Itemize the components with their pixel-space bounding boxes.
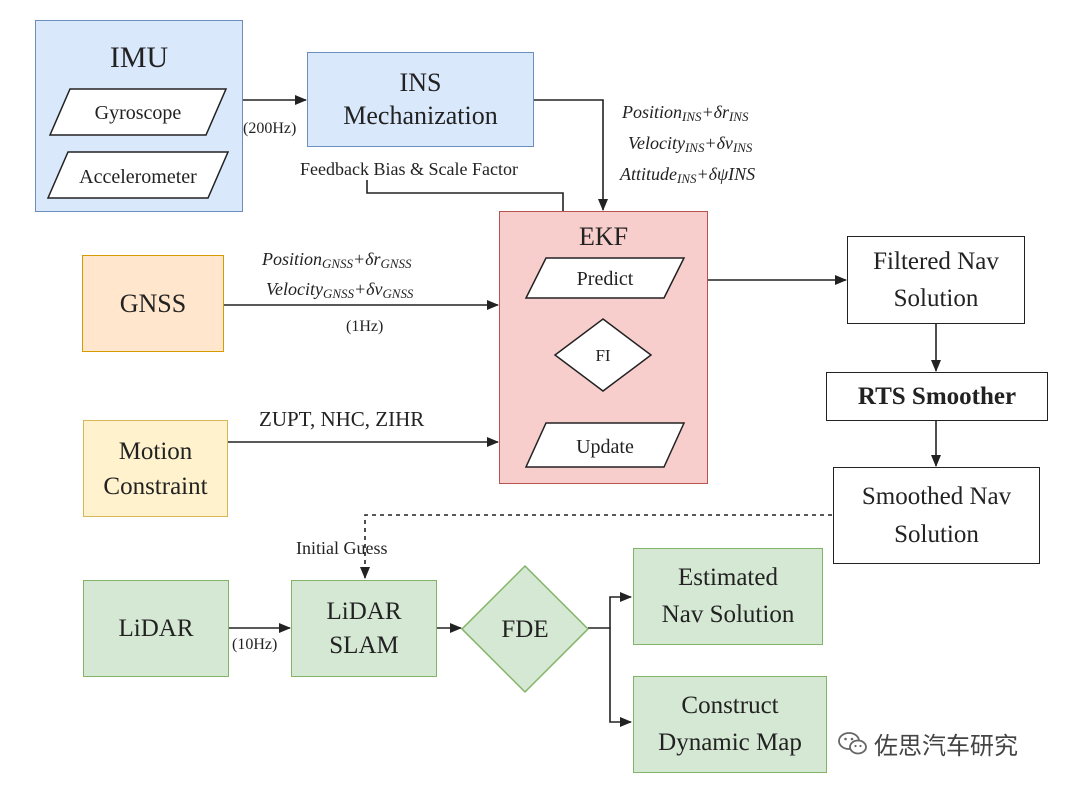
estimated-nav-box: Estimated Nav Solution [633, 548, 823, 645]
imu-rate-label: (200Hz) [243, 120, 297, 137]
smoothed-line2: Solution [894, 520, 979, 548]
construct-map-box: Construct Dynamic Map [633, 676, 827, 773]
update-shape: Update [524, 422, 686, 468]
ins-line2: Mechanization [343, 100, 498, 130]
watermark-text: 佐思汽车研究 [874, 732, 1018, 760]
slam-line1: LiDAR [326, 597, 402, 625]
smoothed-line1: Smoothed Nav [861, 483, 1012, 510]
fi-label: FI [595, 346, 610, 365]
gnss-velocity-output: VelocityGNSS+δvGNSS [266, 279, 414, 302]
lidar-box: LiDAR [83, 580, 229, 677]
ins-velocity-output: VelocityINS+δvINS [628, 133, 753, 156]
accelerometer-shape: Accelerometer [46, 151, 230, 199]
fde-junction-line [588, 592, 632, 629]
imu-title: IMU [109, 41, 169, 74]
slam-line2: SLAM [329, 631, 399, 659]
estimated-line1: Estimated [678, 564, 778, 592]
initial-guess-label: Initial Guess [296, 538, 388, 558]
gyroscope-label: Gyroscope [95, 102, 182, 124]
fi-diamond: FI [553, 318, 653, 392]
construct-line1: Construct [681, 692, 779, 720]
smoothed-nav-box: Smoothed Nav Solution [833, 467, 1040, 564]
watermark: 佐思汽车研究 [838, 726, 1018, 761]
fde-diamond: FDE [460, 564, 590, 694]
ins-mechanization-box: INS Mechanization [307, 52, 534, 147]
ins-to-ekf-arrow [534, 99, 608, 211]
ekf-title: EKF [578, 222, 629, 251]
lidar-title: LiDAR [118, 614, 194, 642]
estimated-line2: Nav Solution [661, 600, 795, 628]
motion-line1: Motion [118, 437, 193, 465]
filtered-nav-box: Filtered Nav Solution [847, 236, 1025, 324]
wechat-icon [838, 731, 867, 754]
predict-shape: Predict [524, 257, 686, 299]
gnss-position-output: PositionGNSS+δrGNSS [262, 249, 412, 272]
lidar-slam-box: LiDAR SLAM [291, 580, 437, 677]
rts-label: RTS Smoother [857, 382, 1017, 410]
motion-constraint-box: Motion Constraint [83, 420, 228, 517]
fde-label: FDE [501, 616, 548, 643]
fde-to-construct-arrow [609, 628, 632, 727]
lidar-rate-label: (10Hz) [232, 636, 278, 653]
ins-position-output: PositionINS+δrINS [622, 102, 749, 125]
rts-smoother-box: RTS Smoother [826, 372, 1048, 421]
predict-label: Predict [577, 268, 634, 290]
update-label: Update [576, 436, 634, 458]
filtered-line2: Solution [893, 285, 979, 312]
gnss-box: GNSS [82, 255, 224, 352]
gnss-rate-label: (1Hz) [346, 318, 384, 335]
construct-line2: Dynamic Map [658, 728, 802, 756]
accelerometer-label: Accelerometer [79, 166, 197, 188]
initial-guess-arrow [360, 514, 832, 579]
motion-constraint-label: ZUPT, NHC, ZIHR [259, 407, 425, 431]
filtered-line1: Filtered Nav [873, 247, 999, 275]
gnss-title: GNSS [119, 288, 187, 318]
motion-line2: Constraint [103, 472, 208, 500]
ins-attitude-output: AttitudeINS+δψINS [620, 164, 756, 187]
feedback-label: Feedback Bias & Scale Factor [298, 159, 520, 180]
ins-line1: INS [399, 68, 442, 97]
gyroscope-shape: Gyroscope [48, 88, 228, 136]
